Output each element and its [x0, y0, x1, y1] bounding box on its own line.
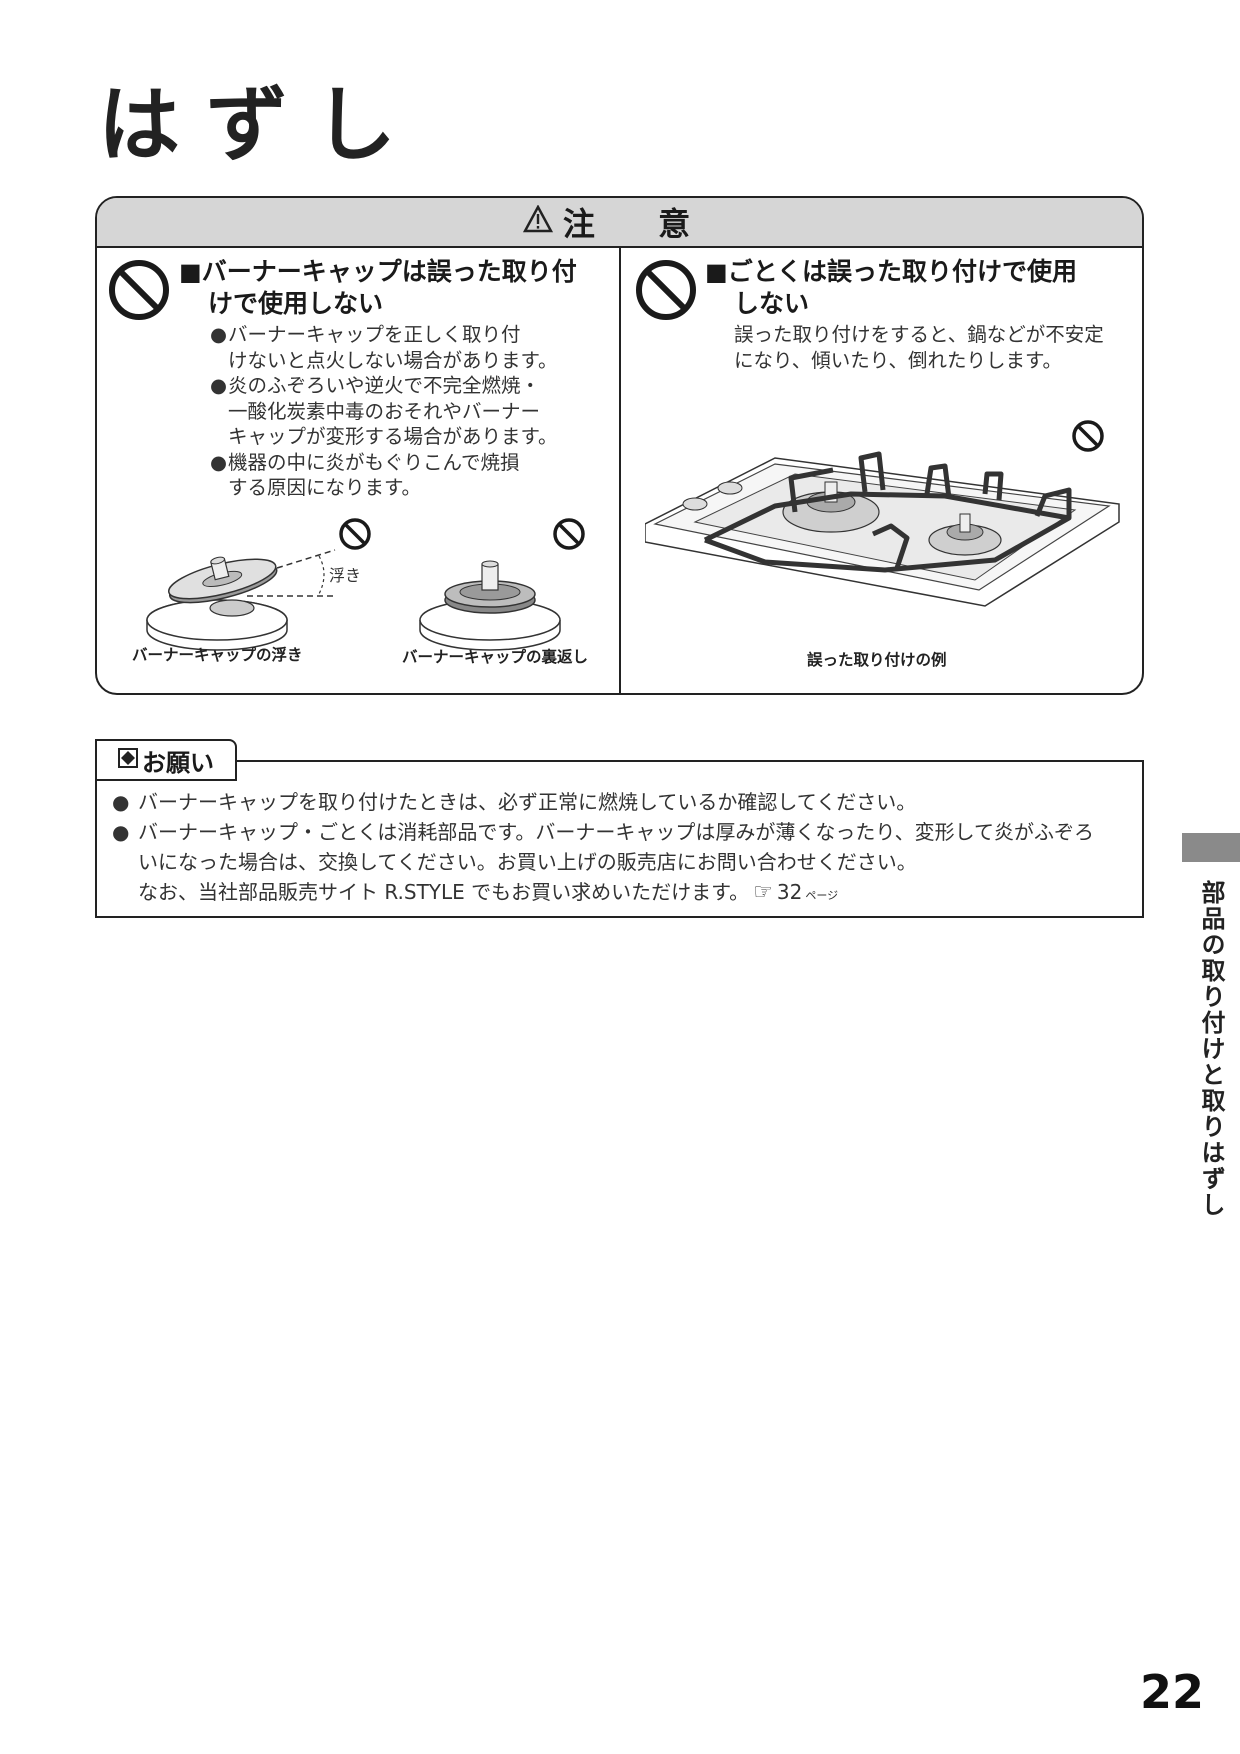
warning-triangle-icon	[522, 203, 554, 241]
prohibited-small-icon	[1072, 420, 1104, 452]
caution-header: 注 意	[97, 198, 1142, 248]
bullet-item: ●機器の中に炎がもぐりこんで焼損する原因になります。	[210, 450, 520, 500]
bullet-item: ●炎のふぞろいや逆火で不完全燃焼・一酸化炭素中毒のおそれやバーナーキャップが変形…	[210, 374, 558, 448]
caution-divider	[619, 246, 621, 693]
side-tab	[1182, 833, 1240, 862]
prohibited-icon	[109, 260, 169, 320]
float-label: 浮き	[329, 566, 362, 585]
page-number: 22	[1140, 1665, 1205, 1719]
request-item-2-cont: いになった場合は、交換してください。お買い上げの販売店にお問い合わせください。	[138, 850, 917, 874]
page-reference[interactable]: 32	[776, 880, 803, 904]
prohibited-icon	[636, 260, 696, 320]
left-heading: ■バーナーキャップは誤った取り付 けで使用しない	[179, 257, 577, 318]
prohibited-small-icon	[339, 518, 371, 550]
request-label: お願い	[95, 739, 237, 781]
left-bullets: ●バーナーキャップを正しく取り付けないと点火しない場合があります。 ●炎のふぞろ…	[210, 322, 610, 501]
right-heading: ■ごとくは誤った取り付けで使用 しない	[705, 257, 1077, 318]
caption-floating: バーナーキャップの浮き	[132, 646, 303, 664]
burner-cap-upside-down-illustration	[419, 560, 561, 651]
caption-upside-down: バーナーキャップの裏返し	[402, 648, 589, 666]
side-section-title: 部品の取り付けと取りはずし	[1197, 880, 1226, 1218]
prohibited-small-icon	[553, 518, 585, 550]
caution-box: 注 意 ■バーナーキャップは誤った取り付 けで使用しない ●バーナーキャップを正…	[95, 196, 1144, 695]
bullet-item: ●バーナーキャップを正しく取り付けないと点火しない場合があります。	[210, 323, 558, 372]
pointing-hand-icon: ☞	[753, 880, 773, 905]
request-box	[95, 760, 1144, 918]
page-title: はずし	[98, 77, 423, 173]
diamond-box-icon	[118, 747, 138, 773]
request-item-1: ●バーナーキャップを取り付けたときは、必ず正常に燃焼しているか確認してください。	[112, 790, 917, 814]
caution-title: 注 意	[562, 205, 717, 243]
caption-wrong-installation: 誤った取り付けの例	[807, 651, 947, 669]
burner-cap-floating-illustration	[146, 549, 336, 651]
right-body: 誤った取り付けをすると、鍋などが不安定 になり、傾いたり、倒れたりします。	[734, 323, 1104, 372]
request-item-2: ●バーナーキャップ・ごとくは消耗部品です。バーナーキャップは厚みが薄くなったり、…	[112, 820, 1094, 844]
stove-illustration	[645, 451, 1120, 607]
